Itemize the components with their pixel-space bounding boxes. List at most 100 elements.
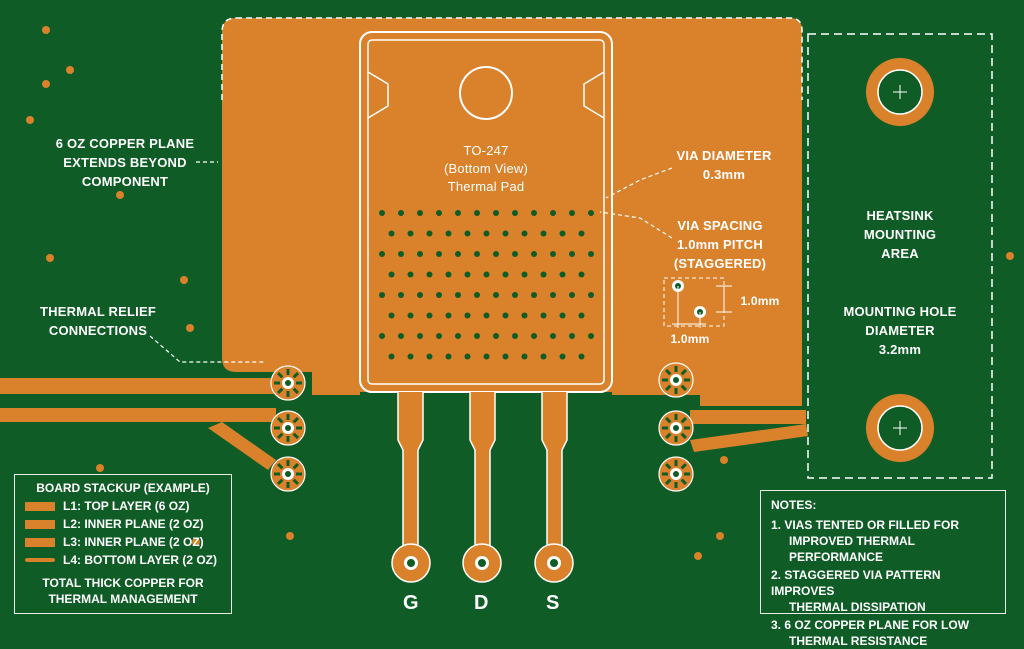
layer-swatch — [25, 537, 55, 547]
relief-spoke — [292, 463, 299, 470]
relief-spoke — [277, 463, 284, 470]
mounting-holes — [866, 58, 934, 462]
via-hole — [578, 271, 585, 278]
via-hole — [407, 312, 414, 319]
via-hole — [417, 210, 423, 216]
via-hole — [483, 271, 490, 278]
via-hole — [407, 353, 414, 360]
via-hole — [502, 353, 509, 360]
relief-drill — [285, 380, 291, 386]
leader-lines — [149, 161, 673, 363]
board-via — [116, 191, 124, 199]
stackup-layer: L4: BOTTOM LAYER (2 OZ) — [25, 553, 231, 567]
via-hole — [588, 251, 594, 257]
layer-swatch — [25, 519, 55, 529]
via-hole — [388, 353, 395, 360]
relief-spoke — [665, 417, 672, 424]
via-hole — [578, 353, 585, 360]
via-hole — [483, 230, 490, 237]
board-via — [42, 80, 50, 88]
via-hole — [540, 271, 547, 278]
via-hole — [436, 251, 442, 257]
via-hole — [493, 251, 499, 257]
via-hole — [512, 333, 518, 339]
via-hole — [540, 353, 547, 360]
via-hole — [398, 251, 404, 257]
relief-spoke — [292, 478, 299, 485]
board-via — [286, 532, 294, 540]
via-hole — [531, 333, 537, 339]
thermal-relief-pads — [270, 362, 694, 492]
via-hole — [559, 271, 566, 278]
via-hole — [455, 210, 461, 216]
relief-spoke — [680, 417, 687, 424]
via-hole — [540, 312, 547, 319]
via-hole — [512, 251, 518, 257]
via-hole — [531, 251, 537, 257]
board-via-dots — [26, 26, 1014, 560]
via-hole — [483, 353, 490, 360]
relief-drill — [285, 425, 291, 431]
relief-drill — [673, 425, 679, 431]
via-array — [374, 205, 599, 364]
via-hole — [445, 353, 452, 360]
via-hole — [550, 292, 556, 298]
dim-horizontal-label: 1.0mm — [670, 332, 710, 346]
relief-spoke — [665, 384, 672, 391]
plane-outline — [236, 17, 803, 100]
heatsink-area — [807, 33, 993, 479]
relief-spoke — [665, 463, 672, 470]
via-hole — [379, 251, 385, 257]
lead-pad-drill — [550, 559, 558, 567]
via-hole — [550, 251, 556, 257]
via-hole — [417, 251, 423, 257]
via-hole — [493, 292, 499, 298]
relief-spoke — [277, 372, 284, 379]
via-hole — [474, 251, 480, 257]
lead-pad-drill — [407, 559, 415, 567]
via-hole — [474, 210, 480, 216]
board-via — [180, 276, 188, 284]
tab-notch-left — [367, 71, 389, 119]
via-hole — [512, 292, 518, 298]
board-via — [96, 464, 104, 472]
stackup-layer: L2: INNER PLANE (2 OZ) — [25, 517, 231, 531]
tab-notch-right — [583, 71, 605, 119]
via-hole — [588, 292, 594, 298]
via-hole — [569, 292, 575, 298]
relief-spoke — [665, 478, 672, 485]
relief-spoke — [680, 432, 687, 439]
via-hole — [464, 230, 471, 237]
left-traces — [0, 378, 276, 470]
via-hole — [569, 210, 575, 216]
via-hole — [398, 210, 404, 216]
via-hole — [464, 312, 471, 319]
lead-pads — [391, 543, 574, 583]
pin-label-g: G — [403, 592, 419, 614]
via-hole — [559, 353, 566, 360]
board-via — [66, 66, 74, 74]
via-hole — [445, 312, 452, 319]
board-via — [716, 532, 724, 540]
via-hole — [493, 333, 499, 339]
via-hole — [474, 292, 480, 298]
layer-swatch — [25, 501, 55, 511]
via-hole — [379, 333, 385, 339]
via-hole — [493, 210, 499, 216]
via-hole — [569, 251, 575, 257]
board-via — [192, 538, 200, 546]
board-via — [46, 254, 54, 262]
via-hole — [578, 312, 585, 319]
via-hole — [417, 333, 423, 339]
via-hole — [388, 312, 395, 319]
via-hole — [436, 333, 442, 339]
package-label: TO-247(Bottom View)Thermal Pad — [444, 143, 528, 194]
via-hole — [502, 271, 509, 278]
